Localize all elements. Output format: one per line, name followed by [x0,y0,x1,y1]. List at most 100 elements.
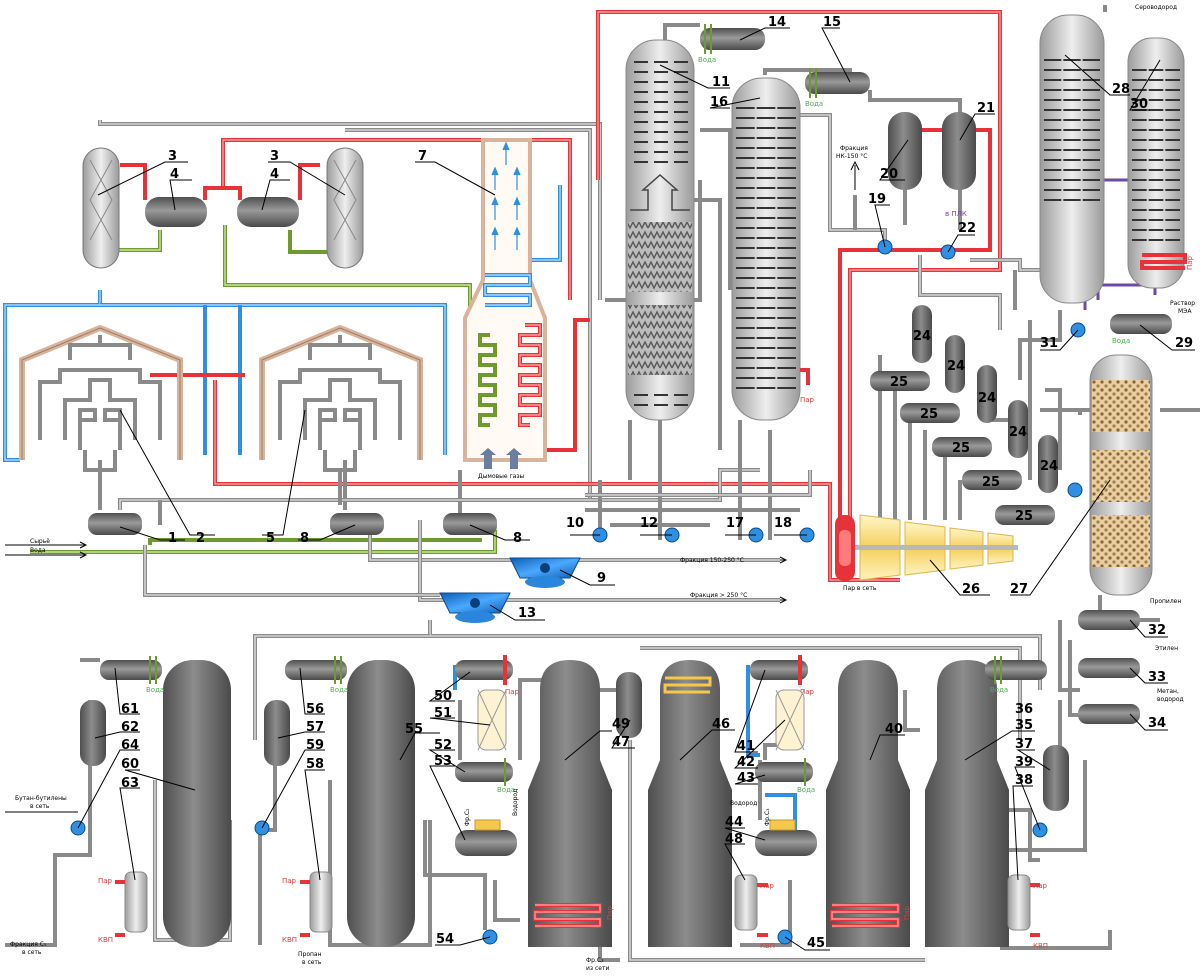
column-11 [625,39,695,421]
drum-57 [264,700,290,766]
steam-label-58: Пар [282,877,297,885]
label-21: 21 [977,101,995,116]
label-50: 50 [434,689,452,704]
kvp-label-63: КВП [98,936,113,944]
label-35: 35 [1015,718,1033,733]
c5-label-b: в сеть [22,949,42,956]
hydrogen-label-53: Водород [512,789,519,816]
label-57: 57 [306,720,324,735]
label-3-right: 3 [270,149,279,164]
label-43: 43 [737,771,755,786]
label-64: 64 [121,738,139,753]
water-label-29: Вода [1112,337,1130,345]
condenser-15: Вода [805,68,870,108]
label-2: 2 [196,531,205,546]
label-18: 18 [774,516,792,531]
callouts: 3 4 3 4 7 2 1 5 8 8 9 13 10 12 17 18 11 … [77,15,1195,951]
exchanger-43: Вода [755,758,815,794]
label-25e: 25 [1015,509,1033,524]
water-label-43: Вода [797,786,815,794]
label-5: 5 [266,531,275,546]
label-24e: 24 [1040,459,1058,474]
label-27: 27 [1010,582,1028,597]
label-40: 40 [885,722,903,737]
steam-label-49: Пар [606,905,614,920]
steam-label-41: Пар [800,688,815,696]
pump-24 [1067,482,1083,498]
drum-21 [942,112,976,190]
condenser-36: Вода [985,656,1047,694]
column-60 [163,660,231,947]
label-22: 22 [958,221,976,236]
label-25a: 25 [890,375,908,390]
column-46 [648,660,732,947]
propylene-label: Пропилен [1150,598,1181,605]
exchanger-29: Вода [1110,314,1172,345]
exchanger-41: Пар [750,655,815,696]
reactor-51 [477,689,507,751]
label-3-left: 3 [168,149,177,164]
drum-62 [80,700,106,766]
exchangers-25 [870,371,1055,525]
label-8b: 8 [513,531,522,546]
to-pk-label: в ПЛК [945,210,967,218]
label-24a: 24 [913,329,931,344]
kvp-label-58: КВП [282,936,297,944]
propane-label-a: Пропан [298,951,322,958]
label-36: 36 [1015,702,1033,717]
label-19: 19 [868,192,886,207]
exchanger-50: Пар [455,655,520,696]
steam-label-63: Пар [98,877,113,885]
drum-53: Фр.С₂ Водород [455,789,519,856]
fraction-250-label: Фракция > 250 °С [690,592,747,599]
flue-gases-label: Дымовые газы [478,473,525,480]
label-25b: 25 [920,407,938,422]
label-25d: 25 [982,475,1000,490]
fr-c3-label-44: Фр.С₃ [764,808,771,826]
label-26: 26 [962,582,980,597]
drum-44: Фр.С₃ [755,808,817,856]
compressor-26: Пар в сеть [835,514,1018,592]
pyrolysis-furnace-5 [259,324,423,505]
exchangers-32-34 [1078,610,1140,724]
label-32: 32 [1148,623,1166,638]
label-44: 44 [725,815,743,830]
label-34: 34 [1148,716,1166,731]
water-label-36: Вода [990,686,1008,694]
reboiler-58: Пар КВП [282,871,333,944]
label-9: 9 [597,571,606,586]
butane-label-b: в сеть [30,803,50,810]
c5-label-a: Фракция С₅ [10,941,47,948]
reboiler-48: Пар КВП [734,874,775,950]
label-33: 33 [1148,670,1166,685]
kvp-label-38: КВП [1033,942,1048,950]
air-cooler-13 [439,592,511,623]
c3-from-grid-label-a: Фр.С₃ [586,957,604,964]
label-61: 61 [121,702,139,717]
ethylene-label: Этилен [1155,645,1178,652]
label-24b: 24 [947,359,965,374]
column-49: Пар [528,660,614,947]
steam-label-40: Пар [903,905,911,920]
water-label-14: Вода [698,56,716,64]
water-label-15: Вода [805,100,823,108]
mea-label-a: Раствор [1170,300,1195,307]
drum-37 [1043,745,1069,811]
column-28 [1039,14,1105,304]
label-46: 46 [712,717,730,732]
label-39: 39 [1015,755,1033,770]
label-17: 17 [726,516,744,531]
fraction-nk-label-b: НК-150 °С [836,153,868,160]
kvp-label-48: КВП [760,942,775,950]
reboiler-63: Пар КВП [98,871,148,944]
column-35 [925,660,1009,947]
water-label-52: Вода [497,786,515,794]
label-24d: 24 [1009,425,1027,440]
drum-20 [888,112,922,190]
piping [3,5,1200,962]
label-59: 59 [306,738,324,753]
fraction-150-250-label: Фракция 150-250 °С [680,557,744,564]
label-54: 54 [436,932,454,947]
water-label-61: Вода [146,686,164,694]
